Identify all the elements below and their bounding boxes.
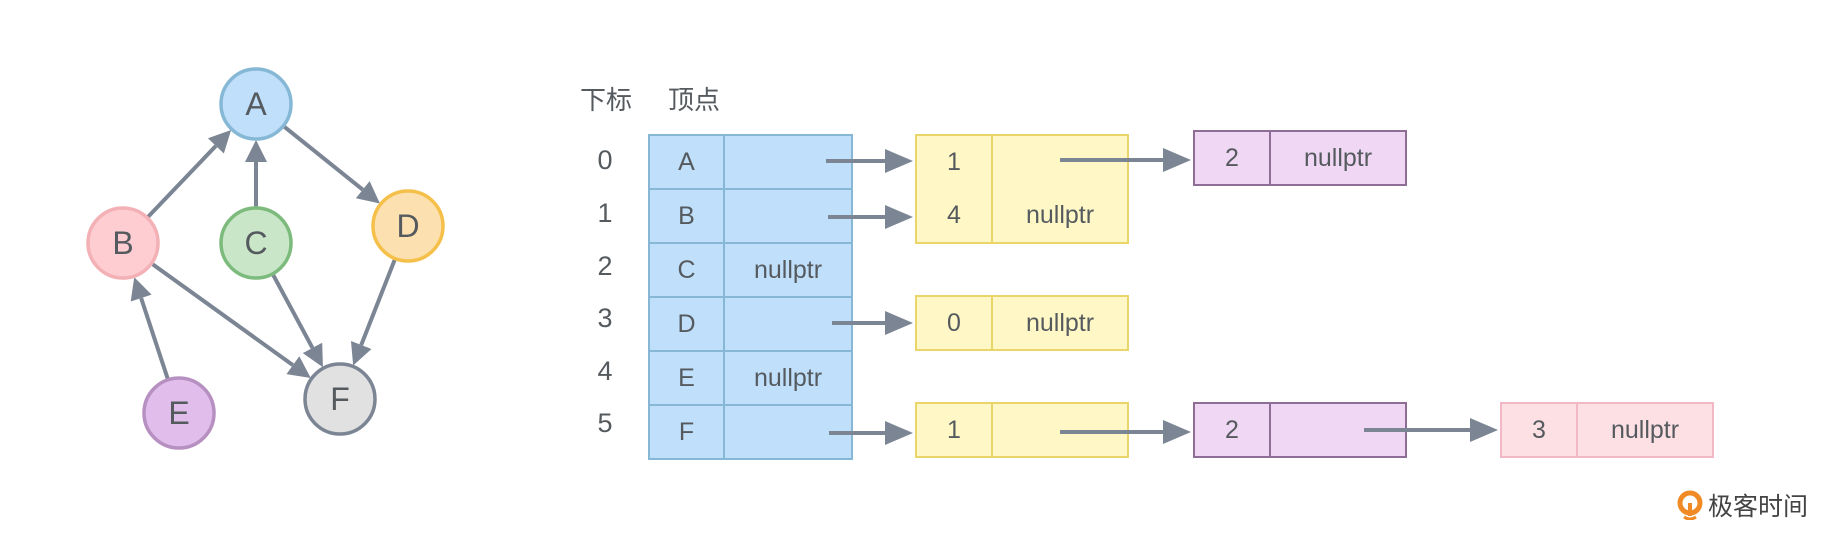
node-circle [86, 206, 160, 280]
node-next [1271, 404, 1405, 456]
arrowhead-icon [1470, 418, 1498, 442]
node-label: A [245, 86, 267, 122]
index-label: 3 [597, 303, 613, 333]
vertex-pointer [725, 298, 851, 350]
node-circle [142, 376, 216, 450]
node-circle [371, 189, 445, 263]
vertex-name: D [650, 298, 725, 350]
edge-C-F [270, 272, 315, 349]
index-label: 2 [597, 251, 613, 281]
node-value: 3 [1502, 404, 1578, 456]
arrowhead-icon [286, 356, 311, 378]
vertex-pointer: nullptr [753, 363, 823, 392]
vertex-row: E nullptr [650, 352, 851, 406]
node-value: 2 [1195, 404, 1271, 456]
list-node: 1 [915, 402, 1129, 458]
vertex-name: F [650, 406, 725, 458]
edge-D-F [359, 257, 398, 346]
index-label: 5 [597, 408, 613, 438]
vertex-row: F [650, 406, 851, 458]
node-value: 1 [917, 404, 993, 456]
index-label: 4 [597, 356, 613, 386]
node-next: nullptr [1610, 415, 1680, 444]
arrowhead-icon [130, 277, 152, 302]
graph-node-E: E [142, 376, 216, 450]
vertex-name: A [650, 136, 725, 188]
arrowhead-icon [355, 181, 380, 204]
node-next [993, 404, 1127, 456]
arrowhead-icon [885, 421, 913, 445]
vertex-name: B [650, 190, 725, 242]
node-label: B [112, 225, 133, 261]
list-node: 2 [1193, 402, 1407, 458]
node-value: 2 [1195, 132, 1271, 184]
arrowhead-icon [885, 149, 913, 173]
graph-node-A: A [219, 67, 293, 141]
directed-graph: A B C D E F [86, 67, 445, 450]
vertex-row: B [650, 190, 851, 244]
node-circle [219, 206, 293, 280]
node-label: F [330, 381, 350, 417]
vertex-pointer [725, 406, 851, 458]
vertex-array: A B C nullptr D E nullptr F [648, 134, 853, 460]
node-next: nullptr [1303, 143, 1373, 172]
arrowhead-icon [1163, 420, 1191, 444]
node-value: 4 [917, 188, 993, 242]
node-label: C [244, 225, 267, 261]
brand-name: 极客时间 [1708, 492, 1809, 521]
vertex-name: E [650, 352, 725, 404]
node-next: nullptr [1025, 308, 1095, 337]
vertex-name: C [650, 244, 725, 296]
arrowhead-icon [1163, 148, 1191, 172]
node-label: D [396, 208, 419, 244]
geektime-logo-icon [1677, 490, 1703, 520]
graph-node-B: B [86, 206, 160, 280]
arrowhead-icon [885, 205, 913, 229]
list-node: 0 nullptr [915, 295, 1129, 351]
graph-node-D: D [371, 189, 445, 263]
arrowhead-icon [885, 311, 913, 335]
vertex-pointer: nullptr [753, 255, 823, 284]
edge-B-A [145, 144, 218, 220]
index-header: 下标 [580, 86, 633, 116]
node-circle [303, 362, 377, 436]
vertex-header: 顶点 [668, 86, 721, 116]
edge-E-B [139, 297, 170, 381]
vertex-row: A [650, 136, 851, 190]
vertex-pointer [725, 190, 851, 242]
vertex-pointer [725, 136, 851, 188]
brand-logo: 极客时间 [1676, 487, 1808, 523]
list-node: 3 nullptr [1500, 402, 1714, 458]
edge-B-F [150, 261, 295, 367]
arrowhead-icon [350, 340, 372, 366]
node-next [993, 136, 1127, 188]
graph-node-F: F [303, 362, 377, 436]
list-node: 4 nullptr [915, 188, 1129, 244]
arrowhead-icon [302, 342, 323, 368]
arrowhead-icon [207, 130, 232, 154]
node-next: nullptr [1025, 200, 1095, 229]
list-node: 2 nullptr [1193, 130, 1407, 186]
index-label: 1 [597, 198, 613, 228]
vertex-row: D [650, 298, 851, 352]
edge-A-D [282, 124, 365, 192]
node-circle [219, 67, 293, 141]
list-node: 1 [915, 134, 1129, 190]
node-value: 0 [917, 297, 993, 349]
arrowhead-icon [245, 140, 267, 162]
vertex-row: C nullptr [650, 244, 851, 298]
node-label: E [168, 395, 189, 431]
node-value: 1 [917, 136, 993, 188]
index-label: 0 [597, 145, 613, 175]
graph-node-C: C [219, 206, 293, 280]
